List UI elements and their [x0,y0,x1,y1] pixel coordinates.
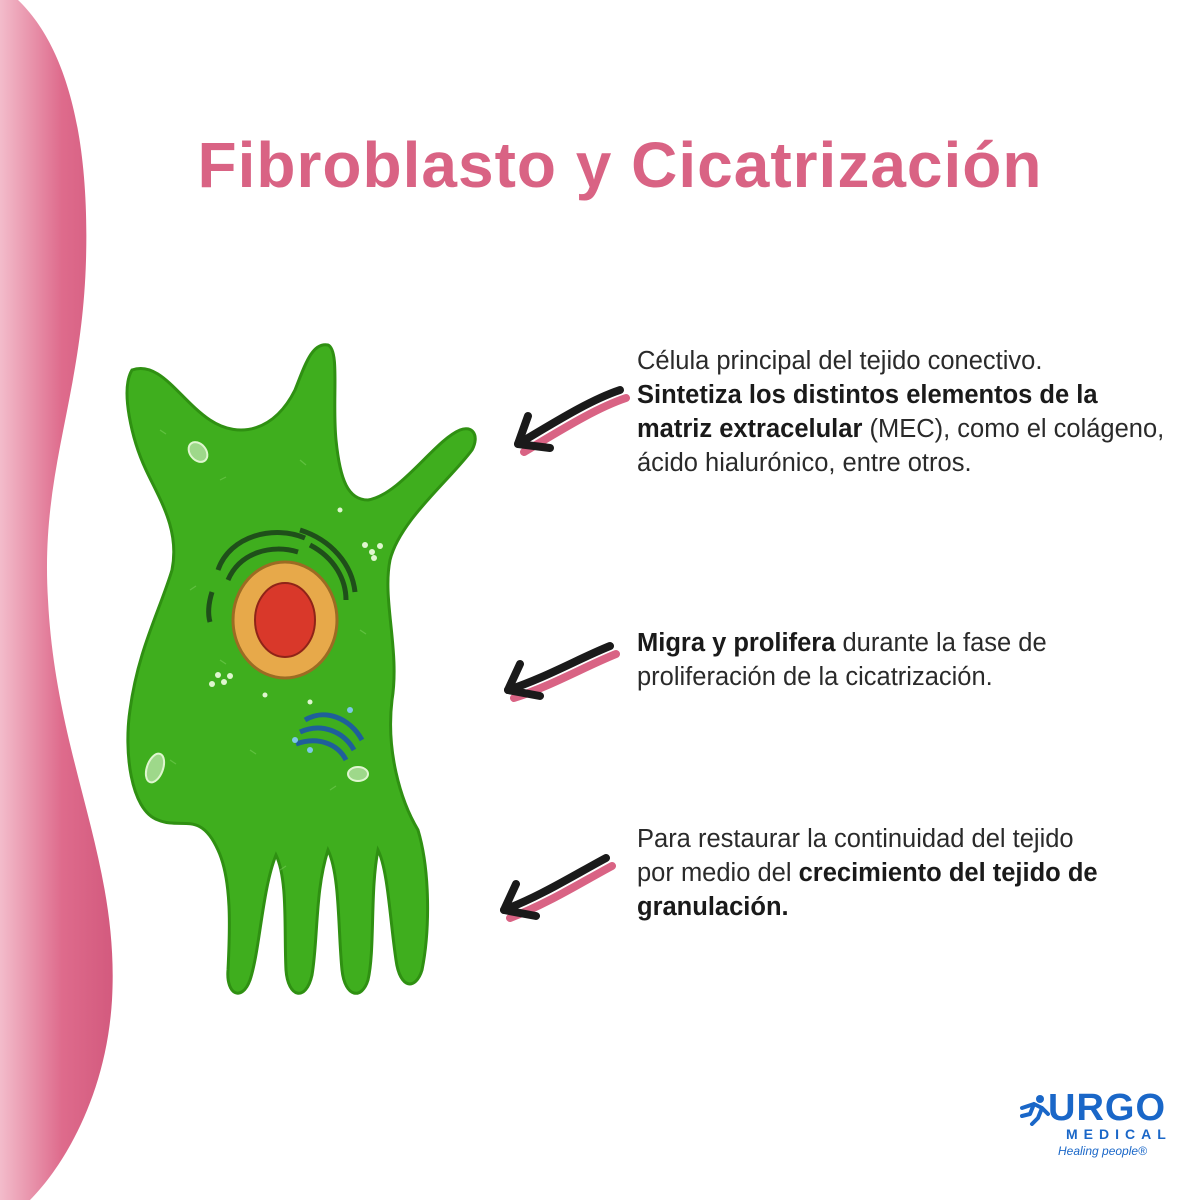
runner-icon [1020,1095,1050,1126]
arrow-icon [514,386,630,456]
logo-tagline: Healing people® [1058,1144,1147,1158]
description-block: Para restaurar la continuidad del tejido… [637,822,1117,924]
arrow-icon [500,854,616,922]
description-bold: crecimiento del tejido de granulación. [637,859,1098,921]
vesicles [209,507,383,705]
mitochondria [144,441,369,784]
description-text: Célula principal del tejido conectivo. [637,347,1043,375]
fibroblast-cell-illustration [125,343,477,995]
left-wave-decoration [0,0,113,1200]
golgi-apparatus [295,712,365,762]
nucleus [231,560,339,680]
description-bold: Sintetiza los distintos elementos de la … [637,381,1098,443]
description-block: Célula principal del tejido conectivo. S… [637,344,1177,480]
description-text: Para restaurar la continuidad del tejido… [637,825,1074,887]
endoplasmic-reticulum [206,527,358,623]
description-block: Migra y prolifera durante la fase de pro… [637,626,1177,694]
page-title: Fibroblasto y Cicatrización [197,129,1043,201]
urgo-medical-logo: URGO MEDICAL Healing people® [1018,1088,1168,1168]
description-text: durante la fase de proliferación de la c… [637,629,1047,691]
description-bold: Migra y prolifera [637,629,836,657]
description-text: (MEC), como el colágeno, ácido hialuróni… [637,415,1165,477]
arrow-icon [504,642,620,702]
logo-subtitle: MEDICAL [1066,1126,1172,1142]
logo-brand: URGO [1048,1087,1166,1129]
